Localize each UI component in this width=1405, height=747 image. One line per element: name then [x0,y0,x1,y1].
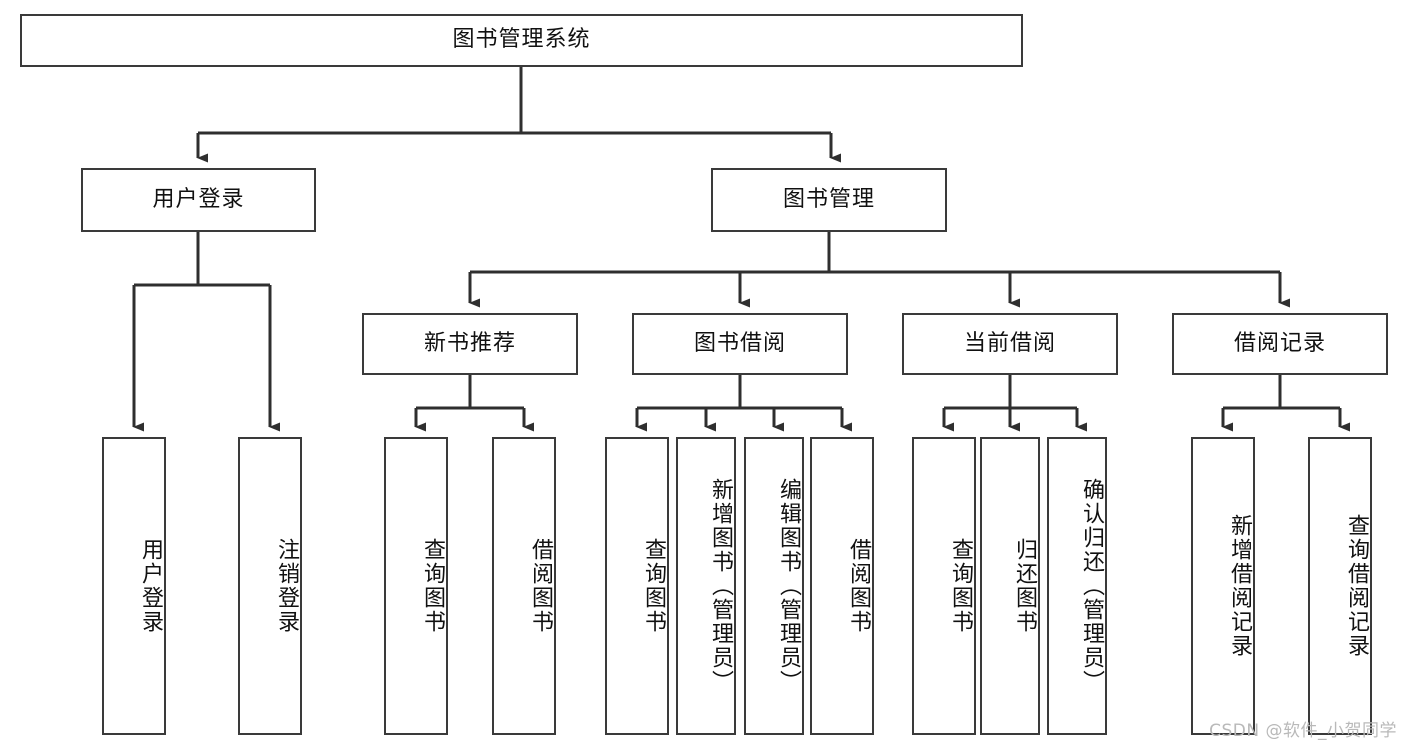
node-label: 查询借阅记录 [1344,514,1369,658]
node-label: 图书借阅 [693,330,786,356]
node-label: 查询图书 [641,538,666,634]
node-label: 当前借阅 [963,330,1056,356]
node-label: 图书管理系统 [452,27,591,53]
node-label: 新书推荐 [423,330,516,356]
node-label: 借阅图书 [528,538,553,634]
node-label: 借阅图书 [846,538,871,634]
node-new-book-recommend[interactable]: 新书推荐 [362,313,578,375]
node-label: 图书管理 [782,186,875,212]
node-label: 编辑图书（管理员） [776,478,801,694]
node-book-management[interactable]: 图书管理 [711,168,947,232]
leaf-confirm-return[interactable]: 确认归还（管理员） [1047,437,1107,735]
node-label: 借阅记录 [1233,330,1326,356]
node-current-borrow[interactable]: 当前借阅 [902,313,1118,375]
node-label: 注销登录 [274,538,299,634]
node-book-borrow[interactable]: 图书借阅 [632,313,848,375]
leaf-borrow-book-1[interactable]: 借阅图书 [492,437,556,735]
leaf-edit-book[interactable]: 编辑图书（管理员） [744,437,804,735]
leaf-return-book[interactable]: 归还图书 [980,437,1040,735]
leaf-query-book-2[interactable]: 查询图书 [605,437,669,735]
leaf-query-book-1[interactable]: 查询图书 [384,437,448,735]
leaf-query-borrow-record[interactable]: 查询借阅记录 [1308,437,1372,735]
leaf-add-borrow-record[interactable]: 新增借阅记录 [1191,437,1255,735]
node-label: 确认归还（管理员） [1079,478,1104,694]
node-label: 用户登录 [152,186,245,212]
node-label: 新增图书（管理员） [708,478,733,694]
node-root-system[interactable]: 图书管理系统 [20,14,1023,67]
node-label: 用户登录 [138,538,163,634]
leaf-borrow-book-2[interactable]: 借阅图书 [810,437,874,735]
leaf-logout-login[interactable]: 注销登录 [238,437,302,735]
node-user-login[interactable]: 用户登录 [81,168,316,232]
node-label: 新增借阅记录 [1227,514,1252,658]
node-label: 归还图书 [1012,538,1037,634]
node-label: 查询图书 [420,538,445,634]
leaf-add-book[interactable]: 新增图书（管理员） [676,437,736,735]
leaf-user-login[interactable]: 用户登录 [102,437,166,735]
node-borrow-record[interactable]: 借阅记录 [1172,313,1388,375]
leaf-query-book-3[interactable]: 查询图书 [912,437,976,735]
node-label: 查询图书 [948,538,973,634]
